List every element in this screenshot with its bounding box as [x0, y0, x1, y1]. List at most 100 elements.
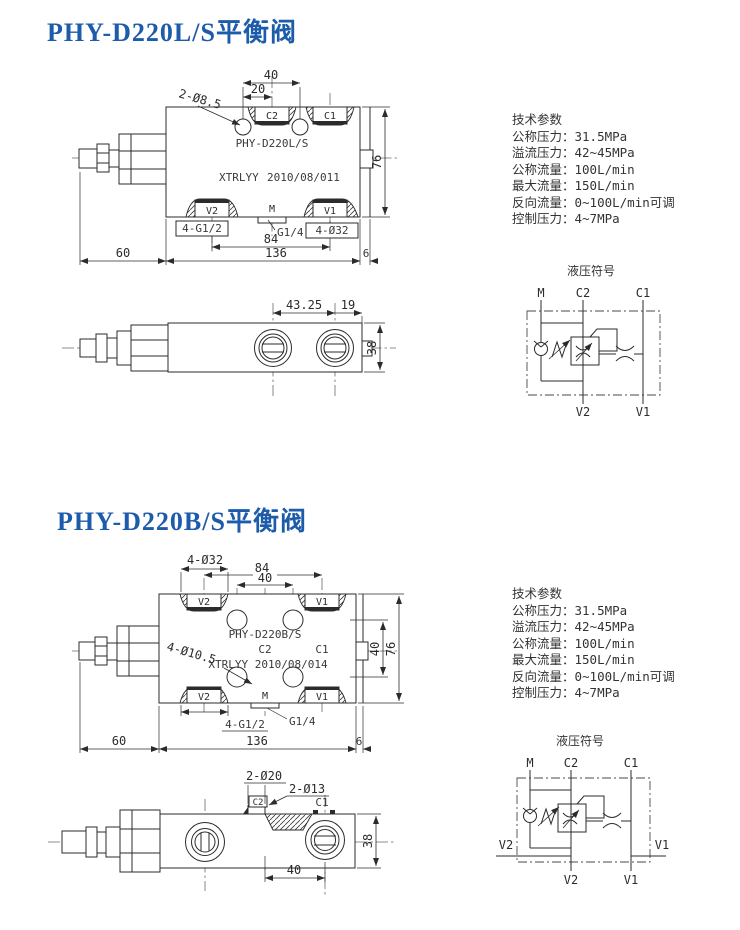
dim-6: 6 — [363, 247, 370, 260]
symbol-port-v2: V2 — [564, 873, 578, 887]
dimensions: 43.25 19 38 — [273, 298, 385, 373]
symbol-schematic — [496, 770, 666, 871]
symbol-port-c2: C2 — [576, 286, 590, 300]
thread-label-4g12: 4-G1/2 — [225, 718, 265, 731]
symbol-port-c1: C1 — [624, 756, 638, 770]
drawing-side-view-2: C2 C1 2-Ø20 2-Ø13 40 38 — [48, 769, 396, 895]
bore-label-4d32: 4-Ø32 — [187, 553, 223, 567]
tech-row: 控制压力：4~7MPa — [512, 685, 620, 700]
bottom-ports: V2 V1 M — [179, 686, 347, 709]
drawing-side-view-1: 43.25 19 38 — [62, 298, 396, 396]
thread-label-g14: G1/4 — [277, 226, 304, 239]
tech-row: 最大流量：150L/min — [512, 652, 635, 667]
port-label-c1: C1 — [315, 643, 328, 656]
thread-label-g14: G1/4 — [289, 715, 316, 728]
tech-row: 溢流压力：42~45MPa — [512, 145, 635, 160]
dim-40: 40 — [264, 68, 278, 82]
section-cutaway: C2 C1 — [243, 795, 335, 831]
dim-60: 60 — [112, 734, 126, 748]
symbol-schematic — [526, 300, 661, 404]
adjust-screw-assembly — [78, 133, 167, 185]
spring-icon — [548, 339, 571, 360]
adjust-screw-assembly — [78, 625, 160, 677]
dim-76: 76 — [384, 642, 398, 656]
tech-header: 技术参数 — [512, 112, 563, 127]
valve-body — [158, 593, 369, 704]
symbol-port-v2-left: V2 — [499, 838, 513, 852]
spring-icon — [537, 806, 560, 827]
bolt-hole — [291, 118, 309, 136]
model-marking: PHY-D220L/S — [236, 137, 309, 150]
symbol-port-m: M — [537, 286, 544, 300]
hydraulic-symbol-1: 液压符号 M C2 C1 — [526, 263, 661, 419]
tech-row: 公称压力：31.5MPa — [512, 128, 628, 144]
tech-row: 公称流量：100L/min — [512, 635, 635, 651]
dim-4325: 43.25 — [286, 298, 322, 312]
orifice-icon — [586, 812, 631, 829]
section2-title: PHY-D220B/S平衡阀 — [57, 507, 307, 536]
symbol-port-v1: V1 — [624, 873, 638, 887]
dim-84: 84 — [255, 561, 269, 575]
tech-params-1: 技术参数 公称压力：31.5MPa 溢流压力：42~45MPa 公称流量：100… — [512, 112, 675, 228]
symbol-port-v1: V1 — [636, 405, 650, 419]
tech-row: 反向流量：0~100L/min可调 — [512, 668, 675, 684]
model-marking: PHY-D220B/S — [229, 628, 302, 641]
dim-136: 136 — [246, 734, 268, 748]
thread-labels: 4-G1/2 G1/4 4-Ø32 — [175, 219, 359, 239]
dim-38: 38 — [361, 834, 375, 848]
port-label-c2: C2 — [253, 798, 264, 808]
tech-row: 公称流量：100L/min — [512, 161, 635, 177]
bolt-hole — [234, 118, 252, 136]
hydraulic-symbol-2: 液压符号 M C2 C1 — [496, 733, 669, 887]
dim-60: 60 — [116, 246, 130, 260]
tech-row: 反向流量：0~100L/min可调 — [512, 194, 675, 210]
dim-38: 38 — [365, 341, 379, 355]
port-bores — [254, 329, 354, 367]
port-label-v2: V2 — [206, 206, 218, 217]
drawing-top-view-2: V2 V1 V2 V1 M PHY-D220B/S C2 C1 XTRLYY 2… — [72, 553, 404, 753]
bolt-holes — [226, 609, 304, 688]
symbol-title: 液压符号 — [556, 733, 604, 748]
dimensions: 4-Ø32 84 40 60 136 6 40 76 — [79, 553, 404, 753]
orifice-icon — [599, 345, 643, 362]
port-bores — [185, 820, 345, 862]
port-label-m: M — [262, 691, 268, 702]
tech-row: 公称压力：31.5MPa — [512, 602, 628, 618]
dimensions: 40 20 76 84 60 136 6 — [79, 68, 390, 265]
bore-label-4d32: 4-Ø32 — [315, 224, 348, 237]
thread-label-4g12: 4-G1/2 — [182, 222, 222, 235]
port-label-v1: V1 — [324, 206, 336, 217]
serial-marking: 2010/08/011 — [267, 171, 340, 184]
vendor-marking: XTRLYY — [219, 171, 259, 184]
drawing-top-view-1: C2 C1 V2 V1 M PHY-D220L/S XTRLYY 2010/08… — [72, 68, 398, 265]
adjust-screw-assembly — [61, 809, 161, 873]
dim-40: 40 — [287, 863, 301, 877]
port-label-v1b: V1 — [316, 692, 328, 703]
dim-136: 136 — [265, 246, 287, 260]
bottom-ports: V2 V1 M — [185, 198, 359, 224]
note-2d13: 2-Ø13 — [289, 782, 325, 796]
tech-row: 控制压力：4~7MPa — [512, 211, 620, 226]
symbol-port-m: M — [526, 756, 533, 770]
symbol-port-v2: V2 — [576, 405, 590, 419]
port-label-v1: V1 — [316, 597, 328, 608]
port-label-v2: V2 — [198, 597, 210, 608]
flow-control-valve-icon — [570, 328, 618, 366]
port-label-c1: C1 — [324, 111, 336, 122]
flow-control-valve-icon — [557, 795, 605, 833]
port-label-c2: C2 — [258, 643, 271, 656]
symbol-port-c1: C1 — [636, 286, 650, 300]
tech-row: 最大流量：150L/min — [512, 178, 635, 193]
section1-title: PHY-D220L/S平衡阀 — [47, 18, 297, 47]
symbol-port-c2: C2 — [564, 756, 578, 770]
symbol-title: 液压符号 — [567, 263, 615, 278]
adjust-screw-assembly — [79, 324, 169, 372]
tech-params-2: 技术参数 公称压力：31.5MPa 溢流压力：42~45MPa 公称流量：100… — [512, 586, 675, 702]
body-markings: PHY-D220L/S XTRLYY 2010/08/011 — [219, 137, 340, 184]
port-label-c2: C2 — [266, 111, 278, 122]
dim-6: 6 — [356, 735, 363, 748]
port-label-v2b: V2 — [198, 692, 210, 703]
dim-40-right: 40 — [368, 642, 382, 656]
dim-20: 20 — [251, 82, 265, 96]
tech-header: 技术参数 — [512, 586, 563, 601]
